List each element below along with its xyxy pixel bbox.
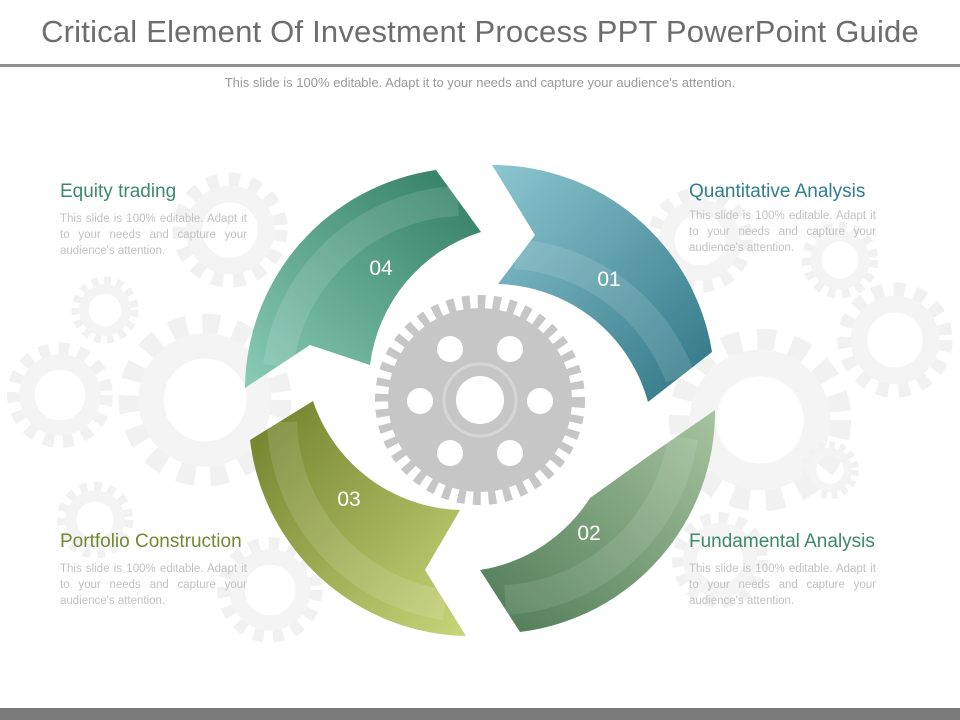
portfolio-construction-heading: Portfolio Construction [60,531,242,552]
segment-04 [245,170,481,388]
portfolio-construction-description: This slide is 100% editable. Adapt it to… [60,563,247,607]
slide-subtitle: This slide is 100% editable. Adapt it to… [224,75,736,90]
segment-04-number: 04 [369,257,393,280]
quantitative-analysis-heading: Quantitative Analysis [689,181,866,202]
segment-02 [480,410,716,632]
segment-03 [250,401,466,636]
footer-bar [0,708,960,720]
segment-01 [492,164,712,402]
equity-trading-heading: Equity trading [60,181,177,202]
segment-02-number: 02 [577,522,600,545]
segment-01-number: 01 [597,268,620,291]
segment-03-number: 03 [337,488,360,511]
center-gear-icon [372,292,588,508]
title-divider [0,64,960,67]
fundamental-analysis-description: This slide is 100% editable. Adapt it to… [689,563,876,607]
fundamental-analysis-heading: Fundamental Analysis [689,531,875,552]
equity-trading-description: This slide is 100% editable. Adapt it to… [60,213,247,257]
slide-title: Critical Element Of Investment Process P… [41,14,919,49]
quantitative-analysis-description: This slide is 100% editable. Adapt it to… [689,210,876,254]
